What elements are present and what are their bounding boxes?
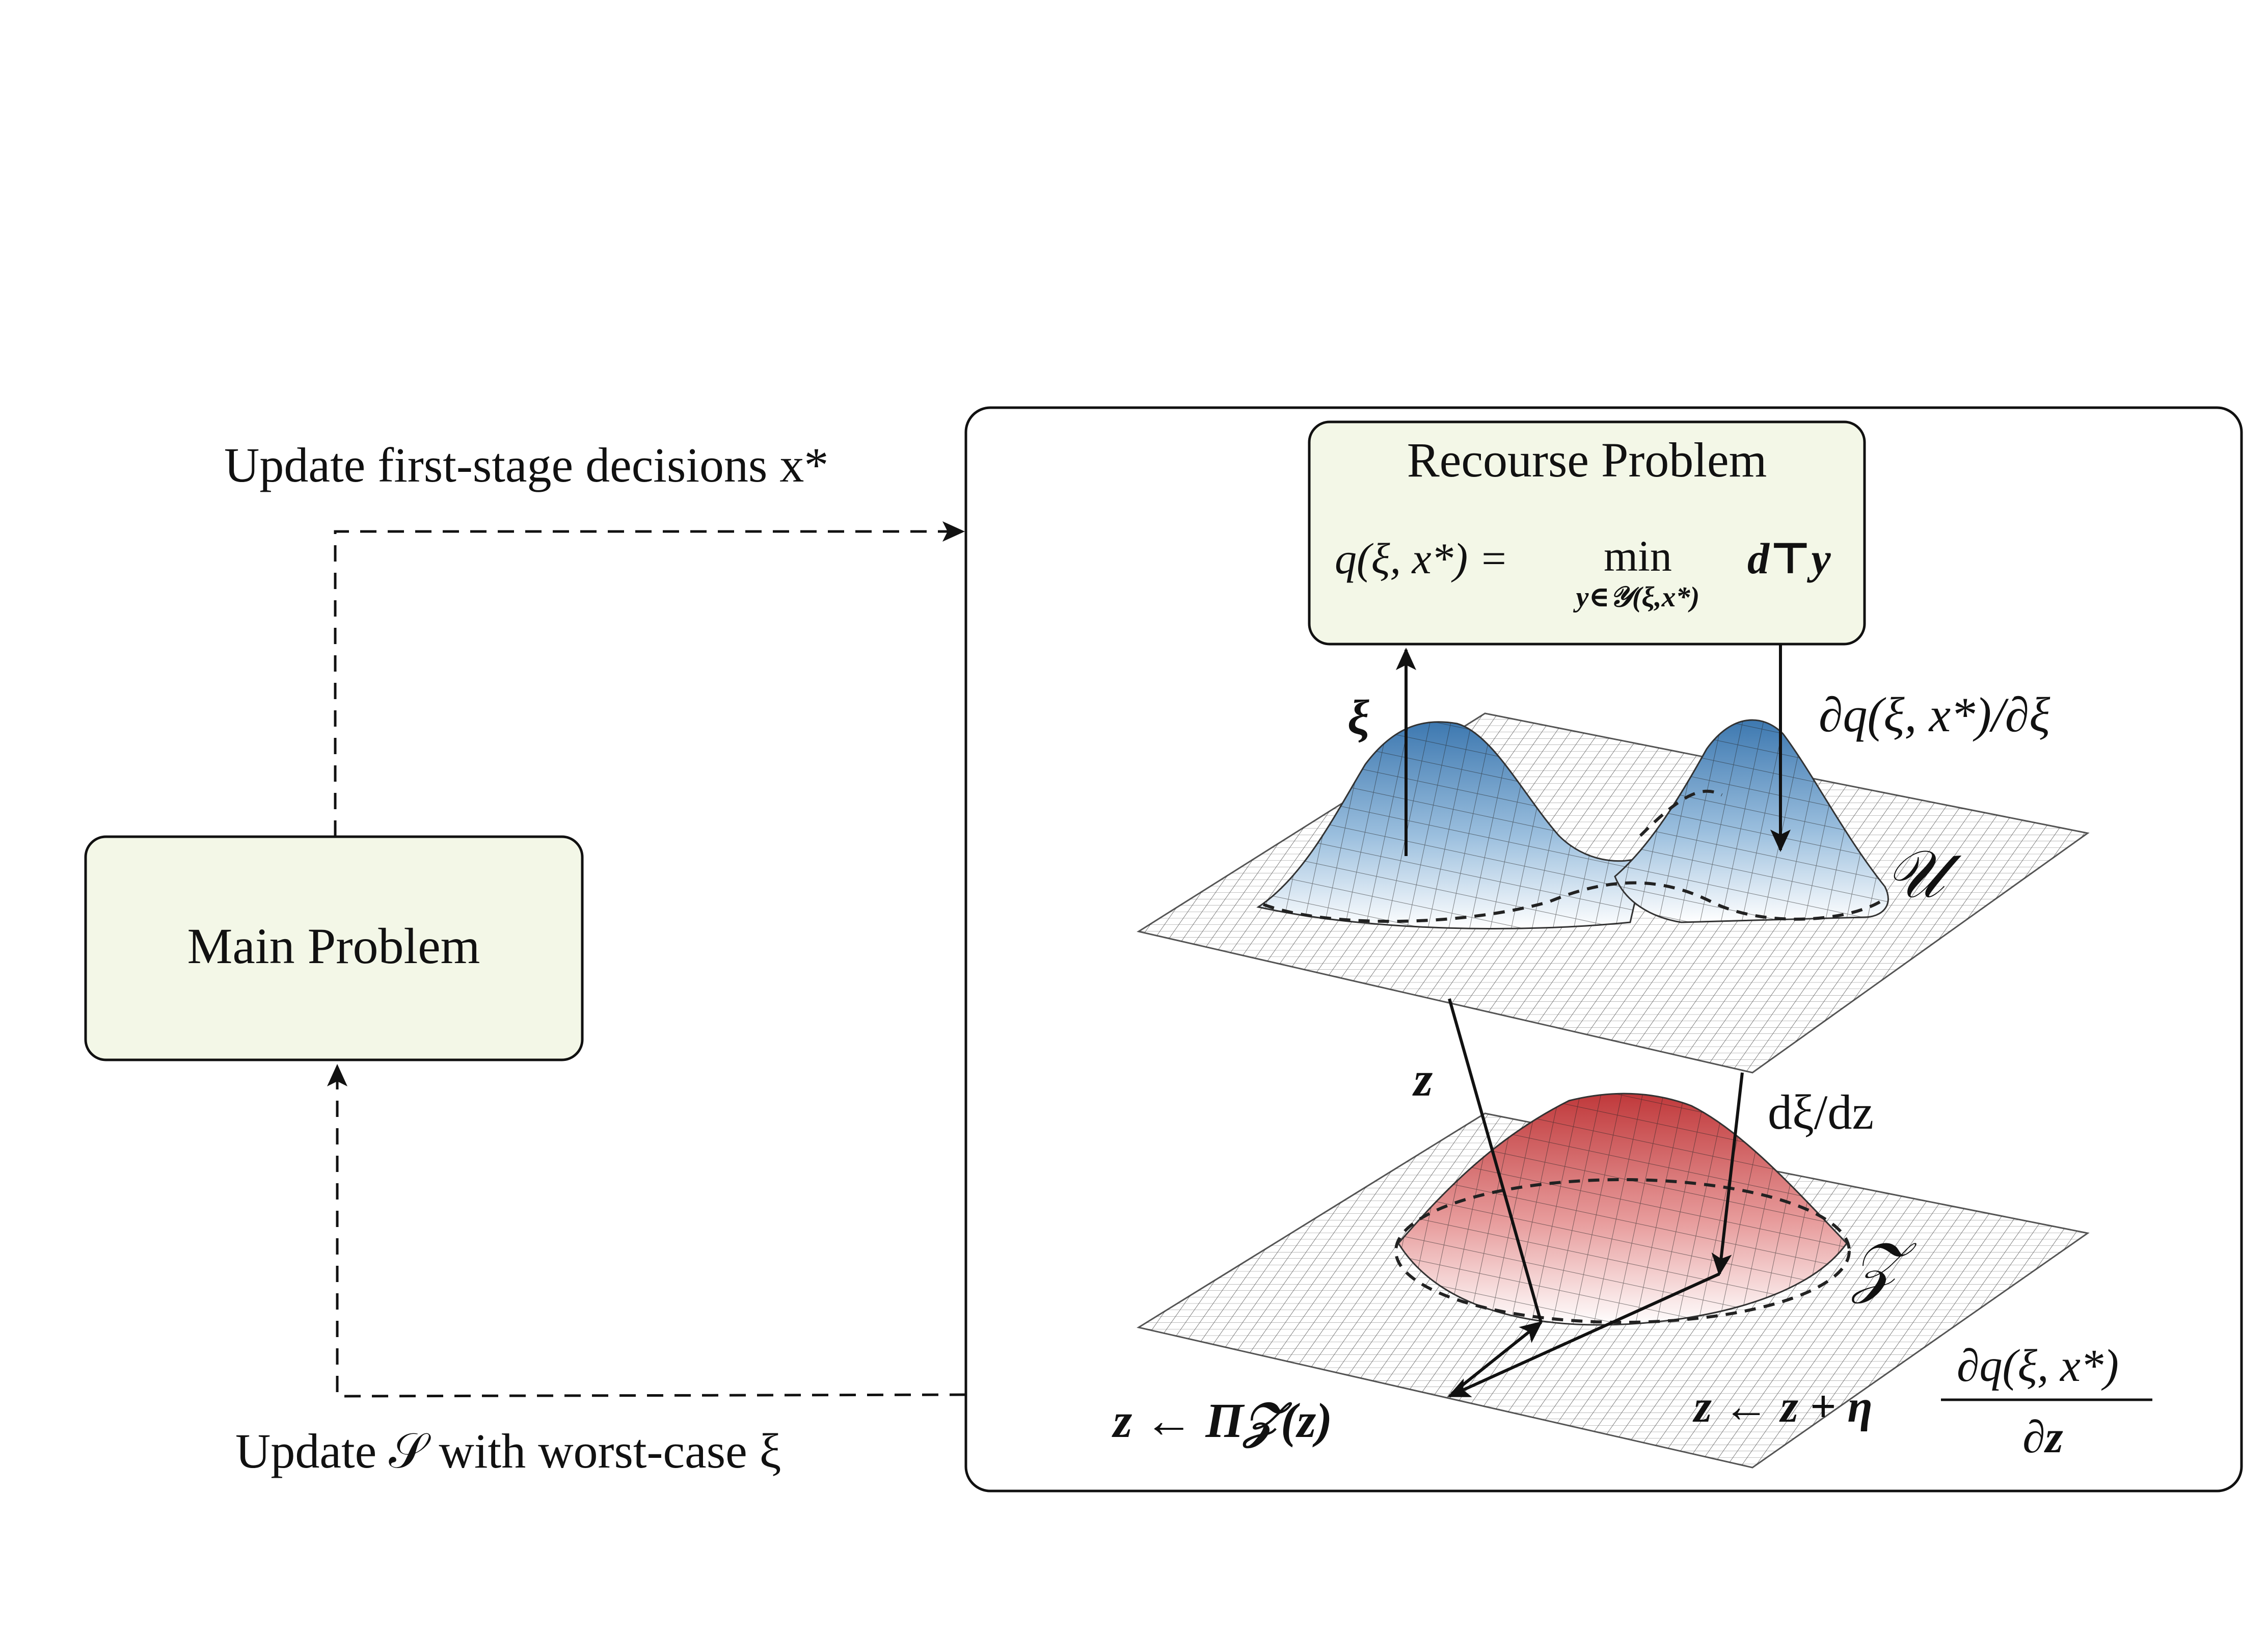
recourse-formula-sub: y∈𝒴(ξ,x*) bbox=[1573, 581, 1700, 613]
recourse-formula-objective: d⊤y bbox=[1747, 534, 1831, 583]
arrow-z-label: z bbox=[1412, 1052, 1433, 1106]
arrow-z bbox=[1448, 998, 1543, 1323]
recourse-problem-title: Recourse Problem bbox=[1407, 433, 1767, 487]
gradient-step-lhs: z ← z + η bbox=[1692, 1381, 1873, 1432]
arrow-dxi-dz-label: dξ/dz bbox=[1768, 1085, 1874, 1139]
recourse-formula-min: min bbox=[1604, 531, 1672, 580]
lower-surface: 𝒵 bbox=[1137, 1093, 2090, 1469]
arrow-dq-dxi-label: ∂q(ξ, x*)/∂ξ bbox=[1819, 687, 2050, 742]
edge-update-first-stage-label: Update first-stage decisions x* bbox=[224, 438, 828, 492]
arrow-projection bbox=[1451, 1321, 1543, 1395]
recourse-panel-frame bbox=[964, 406, 2243, 1493]
main-problem-node: Main Problem bbox=[84, 835, 584, 1061]
arrow-gradient-step bbox=[1447, 1272, 1720, 1398]
gradient-step-label: z ← z + η ∂q(ξ, x*) ∂z bbox=[1692, 1341, 2152, 1462]
arrow-xi-label: ξ bbox=[1347, 690, 1369, 744]
edge-update-first-stage bbox=[334, 521, 965, 837]
main-problem-label: Main Problem bbox=[187, 918, 480, 974]
edge-update-worst-case bbox=[327, 1064, 966, 1398]
arrow-dxi-dz bbox=[1711, 1072, 1744, 1276]
gradient-step-denominator: ∂z bbox=[2022, 1412, 2063, 1462]
projection-label: z ← Π𝒵(z) bbox=[1112, 1393, 1332, 1449]
upper-surface: 𝒰 bbox=[1137, 712, 2090, 1074]
edge-update-worst-case-label: Update 𝒮 with worst-case ξ bbox=[235, 1424, 781, 1478]
recourse-formula-lhs: q(ξ, x*) = bbox=[1335, 534, 1508, 583]
gradient-step-numerator: ∂q(ξ, x*) bbox=[1957, 1341, 2119, 1391]
recourse-problem-node: Recourse Problem q(ξ, x*) = min y∈𝒴(ξ,x*… bbox=[1308, 420, 1866, 646]
